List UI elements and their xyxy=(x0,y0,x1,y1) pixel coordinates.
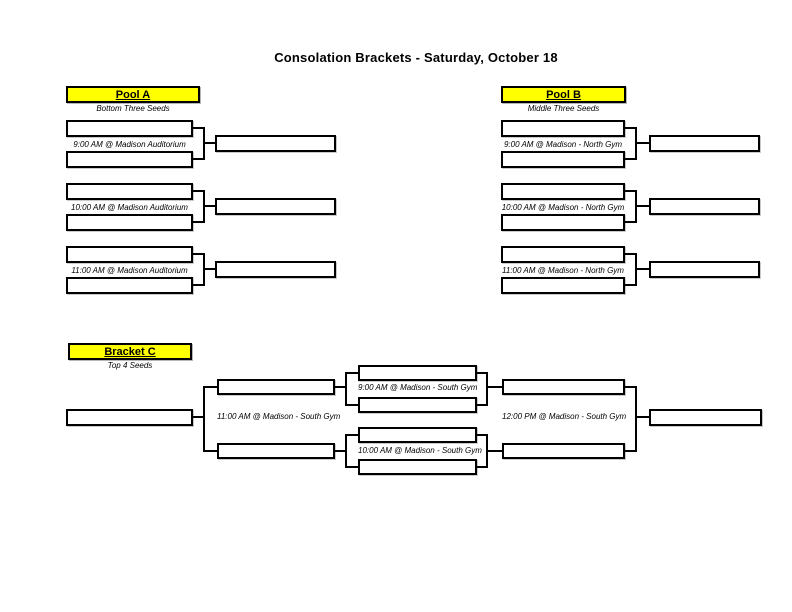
game-label: 12:00 PM @ Madison - South Gym xyxy=(502,412,627,421)
connector-line xyxy=(203,386,205,452)
pool-b-subtitle: Middle Three Seeds xyxy=(527,104,600,113)
connector-line xyxy=(486,372,488,406)
connector-line xyxy=(635,127,637,160)
connector-line xyxy=(637,268,649,270)
page-title: Consolation Brackets - Saturday, October… xyxy=(274,50,558,65)
team-slot xyxy=(502,379,625,395)
connector-line xyxy=(477,372,486,374)
connector-line xyxy=(625,158,635,160)
winner-slot xyxy=(649,261,760,278)
game-label: 11:00 AM @ Madison Auditorium xyxy=(71,266,188,275)
team-slot xyxy=(358,397,477,413)
connector-line xyxy=(625,450,635,452)
result-slot xyxy=(66,409,193,426)
connector-line xyxy=(193,127,203,129)
connector-line xyxy=(205,205,215,207)
team-slot xyxy=(66,120,193,137)
connector-line xyxy=(625,386,635,388)
game-label: 10:00 AM @ Madison - South Gym xyxy=(358,446,482,455)
game-label: 9:00 AM @ Madison - North Gym xyxy=(503,140,623,149)
connector-line xyxy=(625,127,635,129)
connector-line xyxy=(625,284,635,286)
game-label: 11:00 AM @ Madison - South Gym xyxy=(217,412,341,421)
winner-slot xyxy=(215,198,336,215)
team-slot xyxy=(217,379,335,395)
connector-line xyxy=(635,386,637,452)
team-slot xyxy=(501,246,625,263)
connector-line xyxy=(205,386,217,388)
connector-line xyxy=(193,158,203,160)
connector-line xyxy=(193,416,203,418)
team-slot xyxy=(501,151,625,168)
connector-line xyxy=(625,221,635,223)
game-label: 11:00 AM @ Madison - North Gym xyxy=(502,266,624,275)
connector-line xyxy=(637,205,649,207)
connector-line xyxy=(477,434,486,436)
connector-line xyxy=(637,416,649,418)
connector-line xyxy=(335,386,345,388)
connector-line xyxy=(625,190,635,192)
connector-line xyxy=(193,190,203,192)
connector-line xyxy=(488,450,502,452)
connector-line xyxy=(347,466,358,468)
connector-line xyxy=(193,253,203,255)
team-slot xyxy=(358,365,477,381)
team-slot xyxy=(66,277,193,294)
connector-line xyxy=(488,386,502,388)
team-slot xyxy=(66,246,193,263)
connector-line xyxy=(193,221,203,223)
connector-line xyxy=(203,253,205,286)
team-slot xyxy=(502,443,625,459)
team-slot xyxy=(358,459,477,475)
team-slot xyxy=(358,427,477,443)
winner-slot xyxy=(215,135,336,152)
team-slot xyxy=(501,277,625,294)
game-label: 10:00 AM @ Madison - North Gym xyxy=(501,203,625,212)
team-slot xyxy=(501,183,625,200)
connector-line xyxy=(345,434,347,468)
connector-line xyxy=(347,404,358,406)
connector-line xyxy=(203,190,205,223)
connector-line xyxy=(637,142,649,144)
connector-line xyxy=(347,372,358,374)
connector-line xyxy=(635,190,637,223)
connector-line xyxy=(486,434,488,468)
connector-line xyxy=(347,434,358,436)
game-label: 10:00 AM @ Madison Auditorium xyxy=(71,203,188,212)
pool-b-header: Pool B xyxy=(501,86,626,103)
connector-line xyxy=(625,253,635,255)
connector-line xyxy=(205,268,215,270)
team-slot xyxy=(501,120,625,137)
team-slot xyxy=(501,214,625,231)
winner-slot xyxy=(215,261,336,278)
bracket-c-subtitle: Top 4 Seeds xyxy=(107,361,153,370)
team-slot xyxy=(66,151,193,168)
game-label: 9:00 AM @ Madison - South Gym xyxy=(358,383,478,392)
connector-line xyxy=(203,127,205,160)
team-slot xyxy=(66,183,193,200)
winner-slot xyxy=(649,135,760,152)
connector-line xyxy=(205,142,215,144)
connector-line xyxy=(335,450,345,452)
bracket-c-header: Bracket C xyxy=(68,343,192,360)
pool-a-subtitle: Bottom Three Seeds xyxy=(96,104,170,113)
connector-line xyxy=(345,372,347,406)
team-slot xyxy=(217,443,335,459)
connector-line xyxy=(635,253,637,286)
game-label: 9:00 AM @ Madison Auditorium xyxy=(73,140,186,149)
winner-slot xyxy=(649,198,760,215)
team-slot xyxy=(66,214,193,231)
connector-line xyxy=(205,450,217,452)
pool-a-header: Pool A xyxy=(66,86,200,103)
connector-line xyxy=(477,466,486,468)
result-slot xyxy=(649,409,762,426)
connector-line xyxy=(193,284,203,286)
connector-line xyxy=(477,404,486,406)
